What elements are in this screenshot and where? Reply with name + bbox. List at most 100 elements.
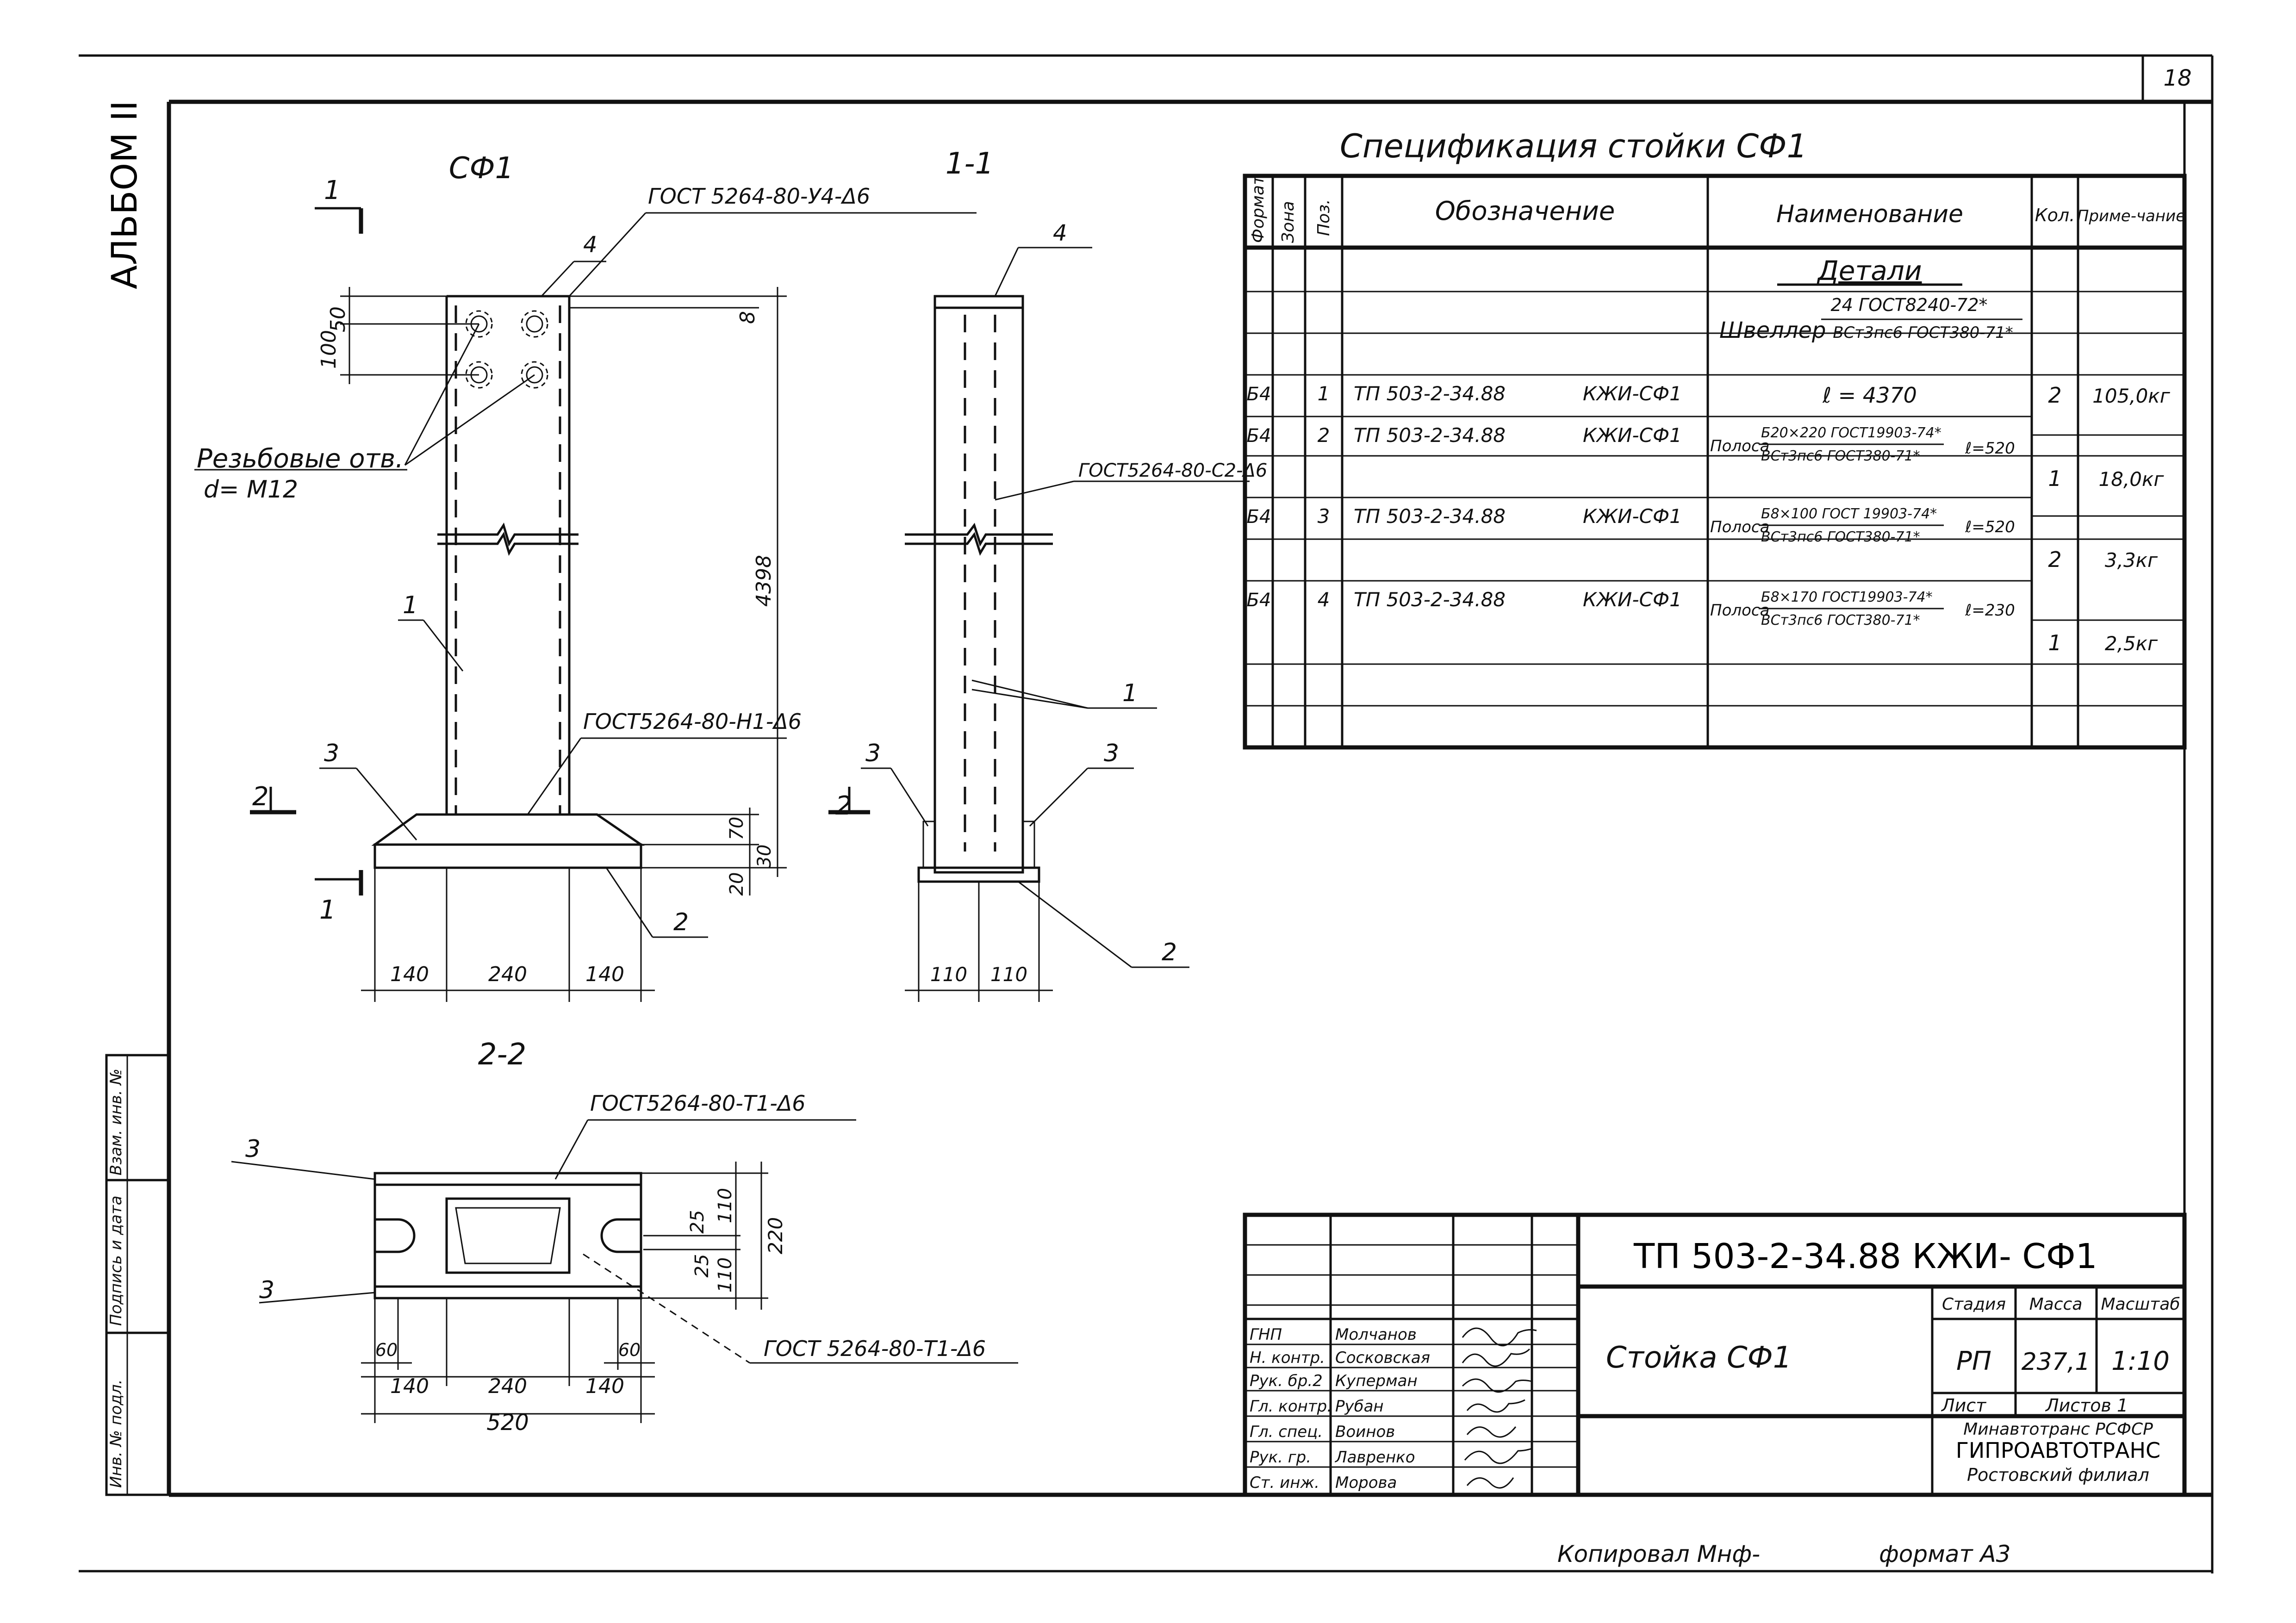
- row-name-len: ℓ=520: [1965, 518, 2015, 536]
- staff-role: Гл. контр.: [1250, 1397, 1332, 1416]
- signatures: [1462, 1327, 1537, 1489]
- staff-name: Воинов: [1335, 1423, 1395, 1441]
- pos-3-side-left: 3: [865, 740, 881, 767]
- dim-60-left: 60: [375, 1340, 398, 1360]
- pos-1-side: 1: [1122, 679, 1138, 707]
- plan-view-title: 2-2: [478, 1038, 527, 1072]
- bolt-holes: [465, 310, 548, 389]
- staff-role: Гл. спец.: [1250, 1423, 1323, 1441]
- pos-4-side: 4: [1053, 220, 1067, 246]
- row-name-den: ВСт3пс6 ГОСТ380-71*: [1761, 612, 1920, 628]
- side-stamp: Инв. № подл. Подпись и дата Взам. инв. №: [105, 1054, 170, 1496]
- staff-role: Н. контр.: [1250, 1349, 1325, 1367]
- row-code: КЖИ-СФ1: [1583, 424, 1682, 447]
- holes-note: Резьбовые отв.: [197, 444, 404, 474]
- dim-140-left: 140: [390, 963, 429, 986]
- album-label: АЛЬБОМ II: [104, 100, 145, 289]
- front-view-title: СФ1: [449, 151, 514, 186]
- row-qty: 2: [2048, 383, 2061, 408]
- copied-by: Копировал Мнф-: [1557, 1541, 1760, 1567]
- shveller-steel: ВСт3пс6 ГОСТ380-71*: [1833, 323, 2013, 342]
- spec-row-2: Б4 2 ТП 503-2-34.88 КЖИ-СФ1 Полоса Б20×2…: [1247, 424, 2165, 491]
- weld-base-label: ГОСТ5264-80-Н1-Δ6: [583, 709, 802, 734]
- dim-plan-240: 240: [488, 1374, 527, 1398]
- spec-row-4: Б4 4 ТП 503-2-34.88 КЖИ-СФ1 Полоса Б8×17…: [1247, 588, 2158, 655]
- spec-row-1: Б4 1 ТП 503-2-34.88 КЖИ-СФ1 ℓ = 4370 2 1…: [1247, 382, 2171, 408]
- row-name-num: Б8×100 ГОСТ 19903-74*: [1761, 506, 1937, 522]
- stage-value: РП: [1956, 1346, 1991, 1376]
- row-pos: 1: [1318, 382, 1330, 405]
- header-qty: Кол.: [2035, 205, 2075, 225]
- row-name: ℓ = 4370: [1822, 383, 1917, 408]
- header-zone: Зона: [1279, 201, 1298, 243]
- dim-140-right: 140: [585, 963, 624, 986]
- row-qty: 1: [2048, 630, 2061, 655]
- staff-name: Сосковская: [1335, 1349, 1430, 1367]
- row-note: 3,3кг: [2105, 549, 2158, 572]
- spec-table: Спецификация стойки СФ1 Формат Зона Поз.…: [1243, 127, 2187, 750]
- section-1-top: 1: [324, 175, 341, 205]
- section-1-bottom: 1: [319, 895, 336, 925]
- mass-value: 237,1: [2022, 1348, 2091, 1376]
- staff-list: ГНП Молчанов Н. контр. Сосковская Рук. б…: [1250, 1325, 1430, 1492]
- sheet-label: Лист: [1941, 1395, 1987, 1416]
- row-note: 105,0кг: [2092, 385, 2171, 407]
- scale-value: 1:10: [2111, 1346, 2170, 1376]
- row-pos: 3: [1318, 505, 1330, 528]
- staff-role: Рук. гр.: [1250, 1448, 1311, 1467]
- staff-name: Рубан: [1335, 1397, 1384, 1416]
- holes-size: d= М12: [204, 476, 298, 504]
- dim-plan-140-left: 140: [390, 1374, 429, 1398]
- dim-60-right: 60: [618, 1340, 641, 1360]
- staff-name: Молчанов: [1335, 1325, 1417, 1344]
- dim-220: 220: [764, 1217, 787, 1254]
- pos-3-plan-bottom: 3: [259, 1276, 274, 1304]
- mass-label: Масса: [2029, 1295, 2083, 1314]
- dim-110-right: 110: [990, 963, 1027, 986]
- title-block: ТП 503-2-34.88 КЖИ- СФ1 Стойка СФ1 Стади…: [1243, 1213, 2187, 1497]
- pos-3-side-right: 3: [1104, 740, 1119, 767]
- front-view: СФ1 1 1 2: [194, 151, 977, 1002]
- row-name-pre: Полоса: [1710, 437, 1769, 455]
- dim-50: 50: [326, 306, 350, 332]
- staff-name: Куперман: [1335, 1372, 1418, 1390]
- section-2-right: 2: [835, 791, 852, 821]
- stamp-replace: Взам. инв. №: [107, 1069, 125, 1175]
- stamp-inv: Инв. № подл.: [107, 1379, 125, 1488]
- row-doc: ТП 503-2-34.88: [1354, 505, 1506, 528]
- weld-side-label: ГОСТ5264-80-С2-Δ6: [1078, 460, 1267, 481]
- paper-format: формат А3: [1879, 1541, 2010, 1567]
- staff-name: Морова: [1335, 1474, 1397, 1492]
- plan-view: 2-2 3 3 ГОСТ5264-80-Т1-Δ6 ГОСТ 5264-80-Т…: [231, 1038, 1018, 1436]
- row-name-len: ℓ=520: [1965, 439, 2015, 458]
- pos-3-plan-top: 3: [245, 1135, 261, 1163]
- header-note: Приме-чание: [2077, 207, 2185, 225]
- dim-8: 8: [736, 311, 759, 324]
- page-number: 18: [2163, 65, 2191, 91]
- dim-70: 70: [726, 817, 747, 840]
- row-doc: ТП 503-2-34.88: [1354, 382, 1506, 405]
- stage-label: Стадия: [1942, 1295, 2006, 1314]
- row-pos: 4: [1318, 588, 1330, 611]
- header-designation: Обозначение: [1435, 196, 1615, 226]
- row-name-den: ВСт3пс6 ГОСТ380-71*: [1761, 529, 1920, 545]
- staff-role: ГНП: [1250, 1325, 1282, 1344]
- dim-110-left: 110: [930, 963, 967, 986]
- side-view-title: 1-1: [946, 147, 994, 181]
- pos-2-front: 2: [673, 908, 689, 936]
- row-code: КЖИ-СФ1: [1583, 382, 1682, 405]
- shveller-name: Швеллер: [1719, 317, 1826, 343]
- spec-row-3: Б4 3 ТП 503-2-34.88 КЖИ-СФ1 Полоса Б8×10…: [1247, 505, 2158, 572]
- row-name-num: Б20×220 ГОСТ19903-74*: [1761, 425, 1941, 441]
- dim-240: 240: [488, 963, 527, 986]
- row-qty: 2: [2048, 547, 2061, 572]
- dim-100: 100: [317, 330, 341, 369]
- dim-25-top: 25: [687, 1210, 708, 1234]
- header-pos: Поз.: [1314, 199, 1333, 236]
- row-format: Б4: [1247, 506, 1271, 528]
- side-view: 1-1 2 4 ГОСТ5264-80-С2-Δ6 1 3 3 2: [828, 147, 1267, 1002]
- row-name-den: ВСт3пс6 ГОСТ380-71*: [1761, 448, 1920, 464]
- part-name: Стойка СФ1: [1606, 1341, 1792, 1375]
- weld-plan-top-label: ГОСТ5264-80-Т1-Δ6: [590, 1091, 806, 1116]
